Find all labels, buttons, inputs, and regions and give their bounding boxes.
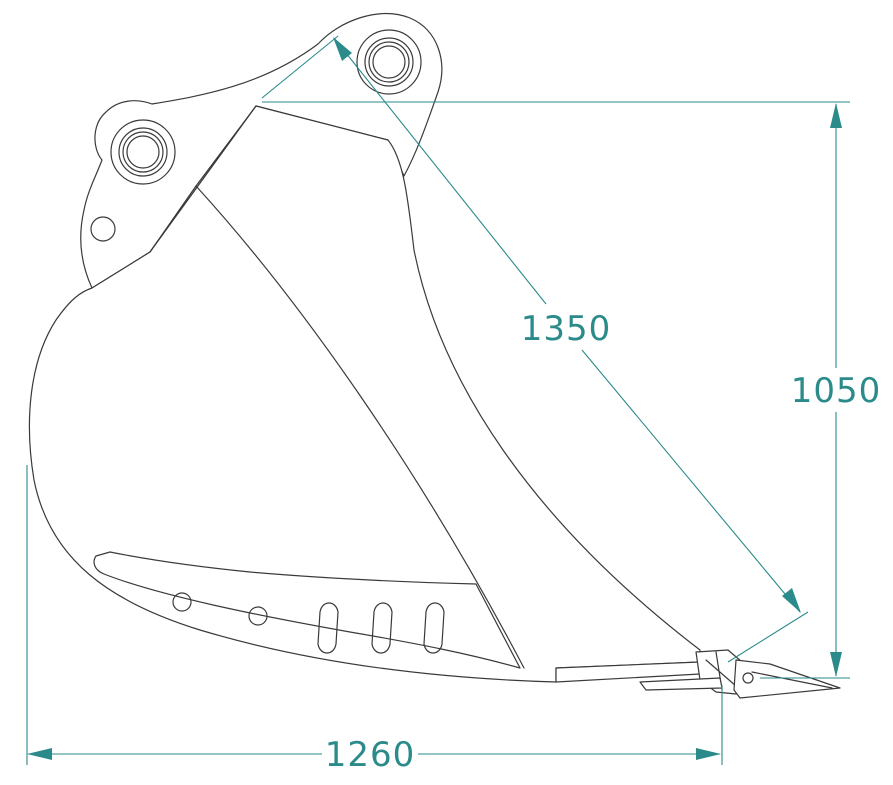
lower-pin-boss-outer bbox=[110, 119, 176, 185]
height-arrow-top bbox=[830, 103, 842, 128]
lower-pin-boss-inner bbox=[122, 131, 164, 173]
tooth-point-ridge bbox=[751, 671, 833, 689]
width-dim-label: 1260 bbox=[325, 735, 416, 775]
diag-dim-line-lower bbox=[581, 349, 801, 613]
bucket-drawing bbox=[28, 13, 841, 699]
bracket-hole bbox=[90, 216, 116, 242]
dimensions: 1050 1260 1350 bbox=[26, 35, 882, 775]
wear-slot-2 bbox=[371, 602, 393, 654]
wear-hole-1 bbox=[172, 592, 192, 612]
bucket-shell bbox=[28, 105, 701, 683]
under-plate bbox=[639, 677, 723, 691]
wear-strip bbox=[93, 551, 521, 669]
upper-pin-boss-ring bbox=[364, 37, 414, 87]
upper-pin-boss-core bbox=[372, 45, 406, 79]
wear-slot-1 bbox=[317, 602, 339, 654]
wear-slot-3 bbox=[423, 602, 445, 654]
lower-pin-boss-ring bbox=[118, 127, 168, 177]
diag-dim-label: 1350 bbox=[521, 309, 612, 349]
width-arrow-right bbox=[696, 748, 721, 760]
height-dim-label: 1050 bbox=[791, 371, 882, 411]
wear-hole-2 bbox=[248, 606, 268, 626]
tooth-pin bbox=[742, 672, 754, 684]
side-plate-edge bbox=[195, 185, 525, 669]
height-arrow-bottom bbox=[830, 652, 842, 677]
diag-arrow-top bbox=[333, 37, 352, 61]
upper-pin-boss-inner bbox=[368, 41, 410, 83]
mounting-bracket bbox=[80, 13, 443, 289]
lower-pin-boss-core bbox=[126, 135, 160, 169]
width-arrow-left bbox=[27, 748, 52, 760]
upper-pin-boss-outer bbox=[356, 29, 422, 95]
diag-arrow-bottom bbox=[782, 588, 801, 613]
extension-line-diag-bottom bbox=[727, 611, 809, 663]
extension-line-diag-top bbox=[261, 35, 339, 99]
side-plate-top bbox=[149, 105, 257, 253]
diag-dim-line-upper bbox=[333, 37, 547, 305]
